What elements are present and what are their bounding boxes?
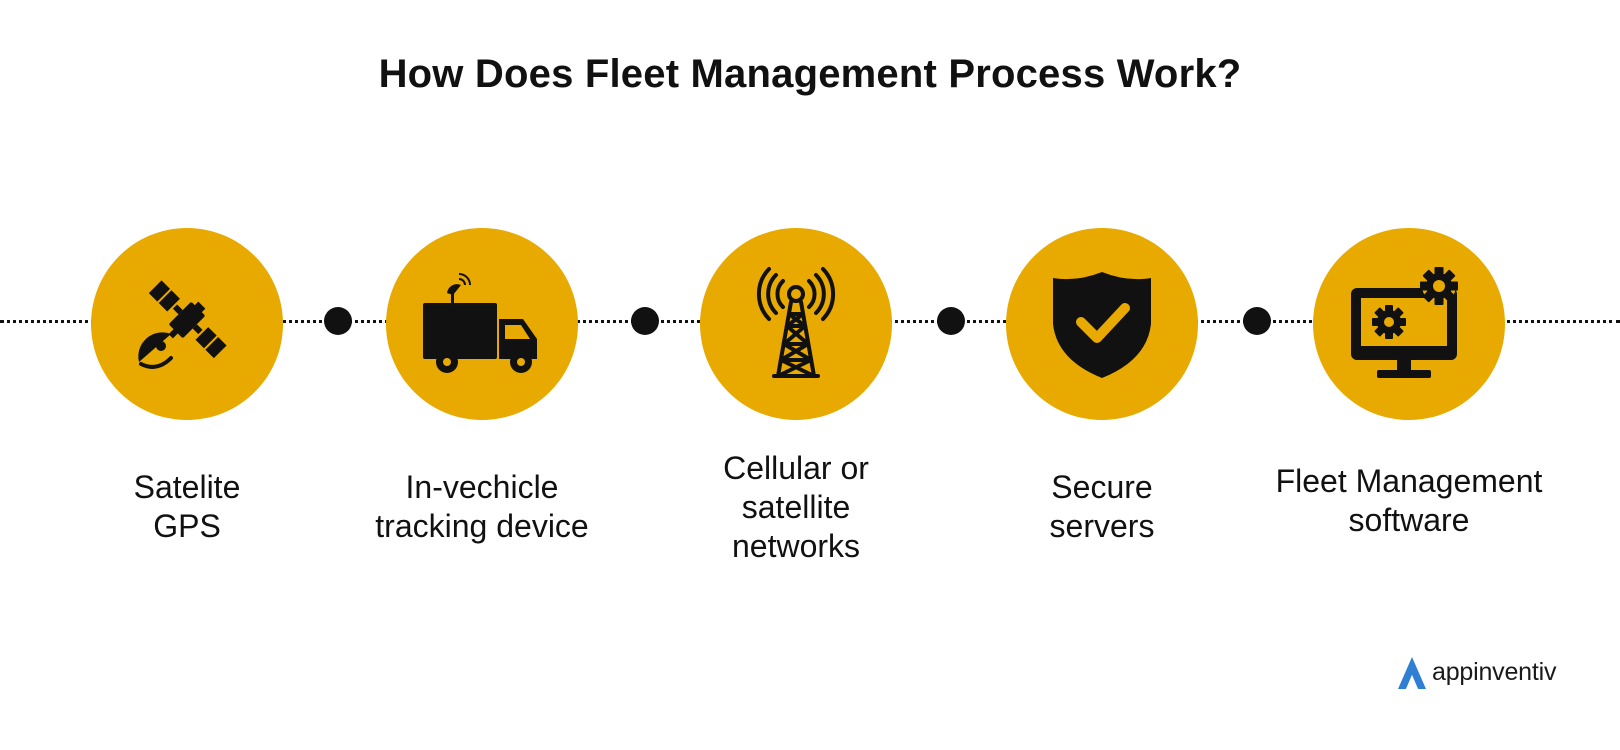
step-circle-truck xyxy=(386,228,578,420)
monitor-gears-icon xyxy=(1351,267,1458,378)
step-label-line: GPS xyxy=(153,508,221,544)
step-label-tracking-device: In-vechicle tracking device xyxy=(322,468,642,546)
connector-dot xyxy=(324,307,352,335)
step-circle-satellite xyxy=(91,228,283,420)
step-label-line: tracking device xyxy=(375,508,589,544)
step-label-line: Cellular or xyxy=(723,450,869,486)
appinventiv-logo-icon xyxy=(1398,657,1426,689)
step-label-secure-servers: Secure servers xyxy=(942,468,1262,546)
step-circle-tower xyxy=(700,228,892,420)
step-label-networks: Cellular or satellite networks xyxy=(636,449,956,566)
shield-check-icon xyxy=(1053,272,1151,378)
step-label-line: Fleet Management xyxy=(1275,463,1543,499)
step-circle-shield xyxy=(1006,228,1198,420)
satellite-icon xyxy=(138,280,227,369)
step-label-line: Satelite xyxy=(133,469,241,505)
connector-dot xyxy=(631,307,659,335)
step-label-line: satellite xyxy=(741,489,851,525)
step-label-line: servers xyxy=(1049,508,1155,544)
step-label-satellite-gps: Satelite GPS xyxy=(27,468,347,546)
step-label-line: networks xyxy=(731,528,861,564)
step-label-fleet-software: Fleet Management software xyxy=(1249,462,1569,540)
connector-dot xyxy=(937,307,965,335)
brand-logo: appinventiv xyxy=(1394,652,1556,692)
step-label-line: Secure xyxy=(1051,469,1153,505)
page-title: How Does Fleet Management Process Work? xyxy=(378,52,1242,96)
step-label-line: In-vechicle xyxy=(405,469,559,505)
step-label-line: software xyxy=(1348,502,1470,538)
cell-tower-icon xyxy=(756,267,836,378)
connector-dot xyxy=(1243,307,1271,335)
brand-name: appinventiv xyxy=(1432,657,1557,686)
step-circle-software xyxy=(1313,228,1505,420)
truck-antenna-icon xyxy=(423,273,537,373)
